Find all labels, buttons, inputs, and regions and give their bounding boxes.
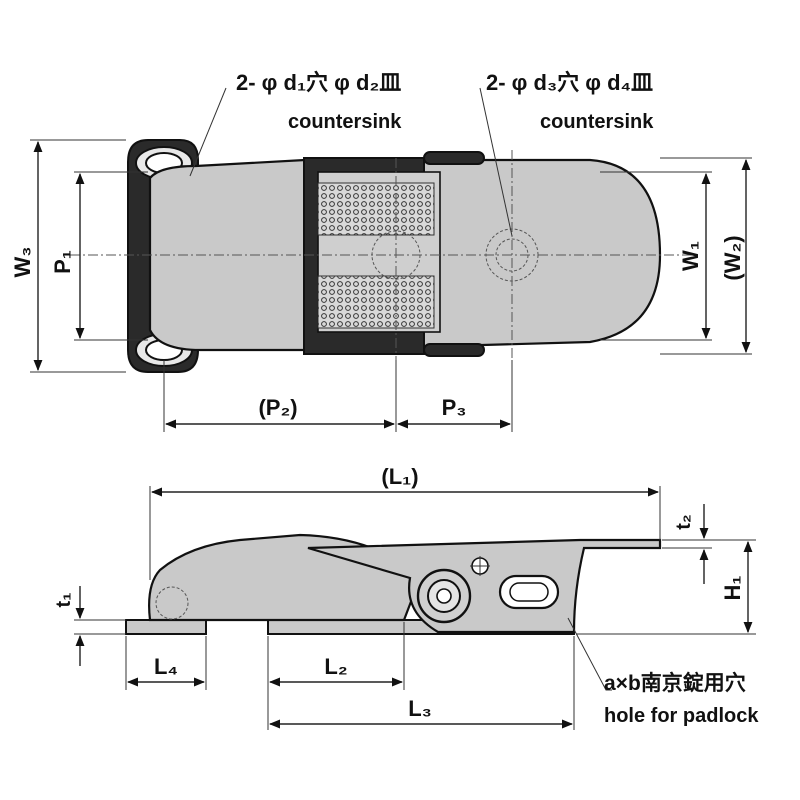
dim-w1: W₁: [678, 241, 703, 271]
dim-p3: P₃: [442, 395, 467, 420]
callout-left-line2: countersink: [288, 111, 402, 133]
padlock-slot: [498, 574, 560, 610]
dim-l2: L₂: [324, 654, 347, 679]
dim-p1: P₁: [50, 250, 75, 274]
dim-l3: L₃: [408, 696, 432, 721]
callout-right-line2: countersink: [540, 111, 654, 133]
dim-h1: H₁: [720, 576, 745, 601]
callout-right-line1: 2- φ d₃穴 φ d₄皿: [486, 70, 653, 95]
hook-plate: [307, 538, 662, 634]
dim-l4: L₄: [154, 654, 178, 679]
dim-p2: (P₂): [258, 395, 297, 420]
side-view: (L₁) t₂ H₁ t₁ L₄ L₂ L₃: [53, 464, 756, 730]
dim-t1: t₁: [53, 593, 75, 608]
spring-bottom: [317, 275, 435, 329]
callout-padlock-line1: a×b南京錠用穴: [604, 671, 746, 695]
spring-top: [317, 182, 435, 236]
dim-l1: (L₁): [381, 464, 418, 489]
dim-t2: t₂: [673, 514, 695, 530]
callout-left-line1: 2- φ d₁穴 φ d₂皿: [236, 70, 401, 95]
dim-w3: W₃: [10, 247, 35, 278]
base-plate-left: [125, 619, 207, 635]
callout-padlock-line2: hole for padlock: [604, 705, 759, 727]
top-view: W₃ P₁ W₁ (W₂) (P₂) P₃: [10, 87, 752, 432]
dim-w2: (W₂): [720, 235, 745, 280]
